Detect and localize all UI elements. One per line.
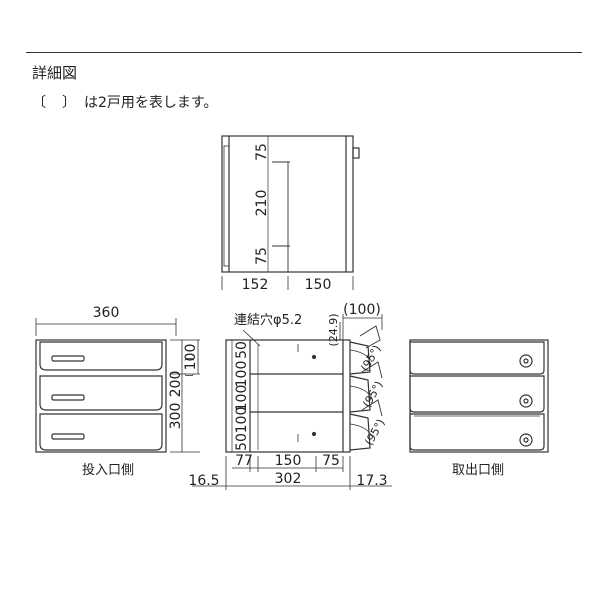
back-view-lock-2 (519, 394, 533, 408)
side-view-open-flap-1 (359, 325, 381, 349)
front-view-dim-300: 300 (168, 403, 184, 430)
top-view-dim-75-top: 75 (254, 143, 270, 161)
side-view-arc-2 (349, 385, 373, 399)
front-view-slot-2 (51, 394, 85, 401)
front-view-bracket-close: 〕 (184, 351, 196, 361)
top-view-latch (352, 147, 360, 159)
front-view-outline (35, 339, 167, 453)
back-view-lock-3 (519, 433, 533, 447)
side-view-arc-3 (349, 423, 373, 437)
back-view-lock-1 (519, 354, 533, 368)
top-view-outline (221, 135, 354, 273)
front-view-slot-3 (51, 433, 85, 440)
side-view-angle-2: (95°) (360, 379, 385, 410)
side-view-dim-50-top: 50 (234, 341, 250, 359)
front-view (35, 318, 200, 453)
side-view (192, 314, 392, 490)
side-view-dim-100-c: 100 (234, 407, 250, 434)
side-view-dim-302: 302 (275, 471, 302, 487)
legend-note-text: は2戸用を表します。 (84, 95, 218, 111)
side-view-dim-100-offset: (100) (343, 302, 381, 318)
side-view-open-flap-2 (361, 361, 383, 379)
side-view-leader (242, 329, 261, 347)
header-rule (26, 52, 582, 53)
side-view-door-1 (349, 341, 371, 375)
side-view-dim-50-bottom: 50 (234, 433, 250, 451)
back-view-lock-3-core (523, 437, 529, 443)
section-title: 詳細図 (32, 64, 78, 82)
side-view-open-flap-3 (361, 399, 383, 417)
front-view-dim-100: 100 (183, 344, 199, 371)
legend-note: 〔〕は2戸用を表します。 (32, 92, 218, 112)
side-view-dim-17-3: 17.3 (356, 473, 387, 489)
back-view-lock-1-core (523, 358, 529, 364)
top-view-dim-152: 152 (242, 277, 269, 293)
top-view-dim-150: 150 (305, 277, 332, 293)
front-view-label: 投入口側 (82, 462, 134, 478)
back-view-door-1 (409, 341, 545, 375)
back-view-lock-2-core (523, 398, 529, 404)
side-view-hole-2 (311, 431, 317, 437)
side-view-angle-3: (95°) (362, 417, 387, 448)
side-view-hole-label: 連結穴φ5.2 (234, 313, 302, 328)
back-view-door-2 (409, 375, 545, 413)
side-view-dim-77: 77 (235, 453, 253, 469)
side-view-dim-150: 150 (275, 453, 302, 469)
front-view-dim-200: 200 (168, 371, 184, 398)
back-view-door-3 (409, 413, 545, 451)
back-view-outline (409, 339, 549, 453)
front-view-slot-1 (51, 355, 85, 362)
side-view-dim-75: 75 (322, 453, 340, 469)
side-view-dim-100-a: 100 (234, 361, 250, 388)
front-view-box-3 (39, 413, 163, 451)
bracket-close: 〕 (62, 95, 76, 111)
bracket-open: 〔 (32, 95, 46, 111)
top-view (221, 135, 360, 290)
side-view-door-2 (349, 375, 371, 413)
side-view-dim-100-b: 100 (234, 385, 250, 412)
top-view-dim-210: 210 (254, 190, 270, 217)
front-view-box-1 (39, 341, 163, 371)
top-view-dim-75-bottom: 75 (254, 247, 270, 265)
front-view-bracket-open: 〔 (184, 373, 196, 383)
side-view-dim-24-9: (24.9) (327, 313, 340, 346)
front-view-dim-360: 360 (93, 305, 120, 321)
back-view-label: 取出口側 (452, 463, 504, 478)
side-view-outline (225, 339, 351, 453)
side-view-hole-1 (311, 354, 317, 360)
front-view-box-2 (39, 375, 163, 411)
top-view-hinge (223, 145, 230, 267)
back-view (409, 339, 549, 453)
side-view-arc-1 (349, 349, 373, 363)
side-view-dim-16-5: 16.5 (188, 473, 219, 489)
side-view-door-3 (349, 413, 371, 451)
